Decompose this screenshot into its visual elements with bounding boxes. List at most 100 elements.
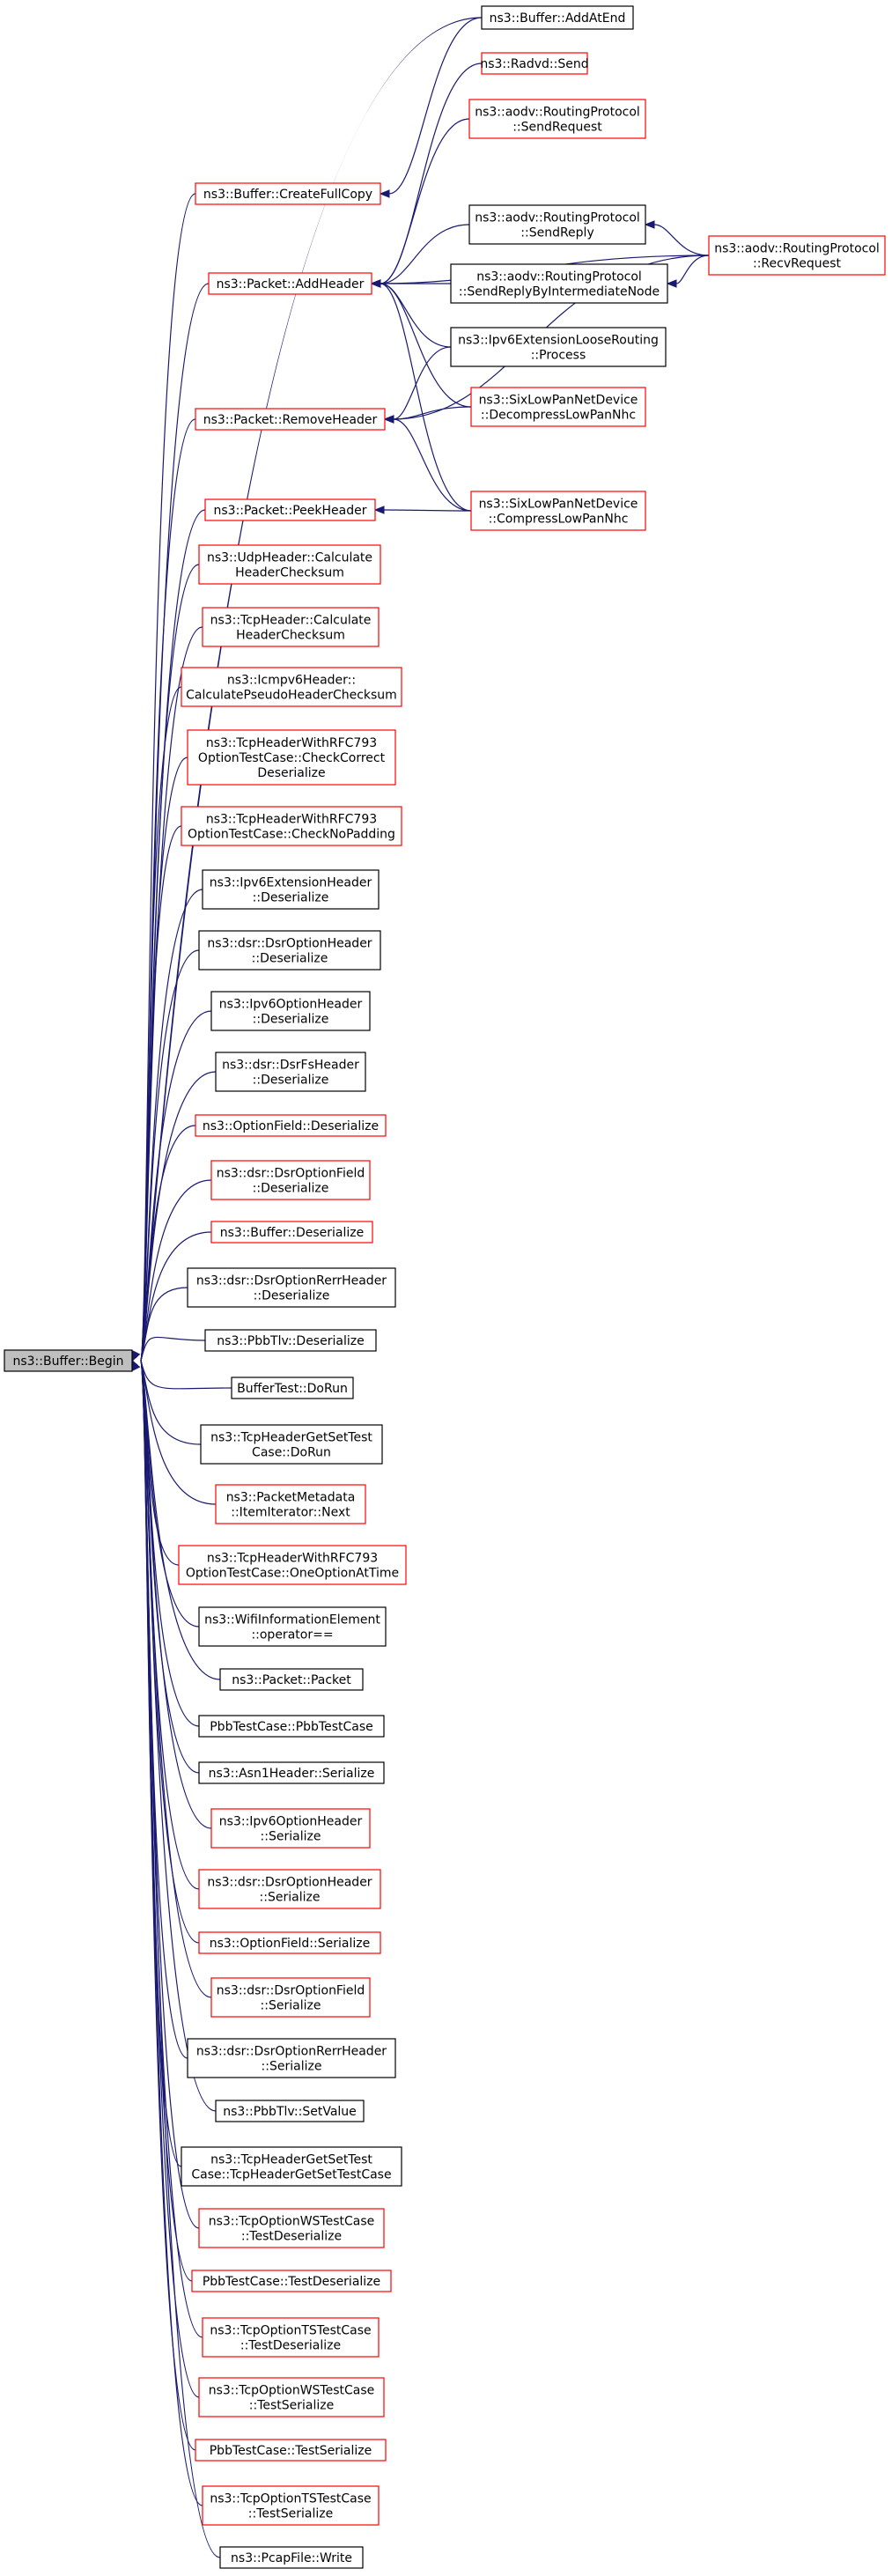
node-tcpwsser[interactable]: ns3::TcpOptionWSTestCase::TestSerialize — [198, 2377, 385, 2417]
node-pbbtlvsetvalue[interactable]: ns3::PbbTlv::SetValue — [215, 2100, 365, 2122]
edge-dsrrerrdeser-to-begin — [131, 1287, 188, 1362]
node-pcapwrite[interactable]: ns3::PcapFile::Write — [219, 2546, 364, 2569]
node-pktmetanext[interactable]: ns3::PacketMetadata::ItemIterator::Next — [215, 1484, 366, 1524]
node-dsrrerrser[interactable]: ns3::dsr::DsrOptionRerrHeader::Serialize — [187, 2038, 396, 2078]
node-label-line: Deserialize — [257, 766, 325, 780]
node-checknopadding[interactable]: ns3::TcpHeaderWithRFC793OptionTestCase::… — [181, 806, 402, 846]
node-box — [195, 2439, 387, 2462]
node-sendreply[interactable]: ns3::aodv::RoutingProtocol::SendReply — [468, 204, 646, 245]
node-ipv6extloose[interactable]: ns3::Ipv6ExtensionLooseRouting::Process — [450, 327, 667, 367]
node-packetpacket[interactable]: ns3::Packet::Packet — [219, 1668, 364, 1691]
node-sendreplybyint[interactable]: ns3::aodv::RoutingProtocol::SendReplyByI… — [450, 263, 668, 304]
node-box — [198, 930, 381, 971]
node-label-line: ns3::Packet::Packet — [232, 1673, 351, 1687]
node-icmpv6calc[interactable]: ns3::Icmpv6Header::CalculatePseudoHeader… — [181, 667, 402, 707]
node-box — [210, 991, 371, 1031]
node-label-line: ns3::PbbTlv::Deserialize — [217, 1334, 364, 1348]
node-pbbtestdeser[interactable]: PbbTestCase::TestDeserialize — [191, 2270, 392, 2292]
node-label-line: ns3::aodv::RoutingProtocol — [476, 270, 642, 284]
node-ipv6extdeser[interactable]: ns3::Ipv6ExtensionHeader::Deserialize — [202, 869, 380, 910]
node-label-line: ns3::OptionField::Deserialize — [203, 1119, 379, 1133]
node-label-line: ns3::aodv::RoutingProtocol — [475, 106, 640, 120]
node-buffertest[interactable]: BufferTest::DoRun — [231, 1377, 354, 1399]
node-box — [231, 1377, 354, 1399]
node-radvd[interactable]: ns3::Radvd::Send — [480, 52, 589, 75]
edge-wifiinfo-to-begin — [131, 1359, 200, 1628]
node-peekheader[interactable]: ns3::Packet::PeekHeader — [204, 498, 376, 521]
node-box — [198, 1761, 385, 1784]
node-ipv6optdeser[interactable]: ns3::Ipv6OptionHeader::Deserialize — [210, 991, 371, 1031]
node-label-line: Case::TcpHeaderGetSetTestCase — [191, 2168, 391, 2182]
arrowhead — [373, 506, 385, 514]
edge-ipv6extloose-to-addheader — [370, 279, 452, 348]
node-pbbtestcase[interactable]: PbbTestCase::PbbTestCase — [198, 1715, 385, 1738]
node-box — [468, 204, 646, 245]
node-bufferdeser[interactable]: ns3::Buffer::Deserialize — [210, 1221, 373, 1244]
node-box — [181, 2146, 402, 2187]
node-tcpwsdeser[interactable]: ns3::TcpOptionWSTestCase::TestDeserializ… — [198, 2208, 385, 2248]
node-box — [195, 1114, 387, 1137]
node-oneoption[interactable]: ns3::TcpHeaderWithRFC793OptionTestCase::… — [178, 1545, 407, 1585]
node-label-line: ns3::Ipv6OptionHeader — [219, 1815, 363, 1829]
node-label-line: ns3::TcpHeaderGetSetTest — [210, 2153, 372, 2167]
arrowhead — [644, 220, 655, 229]
node-addheader[interactable]: ns3::Packet::AddHeader — [208, 272, 372, 295]
edge-createfullcopy-to-begin — [131, 193, 196, 1362]
node-addatend[interactable]: ns3::Buffer::AddAtEnd — [481, 5, 634, 30]
node-label-line: Case::DoRun — [252, 1446, 331, 1460]
node-label-line: ns3::PcapFile::Write — [231, 2551, 352, 2565]
node-sendrequest[interactable]: ns3::aodv::RoutingProtocol::SendRequest — [468, 99, 646, 139]
node-pbbtlvdeser[interactable]: ns3::PbbTlv::Deserialize — [204, 1329, 377, 1352]
node-box — [468, 99, 646, 139]
node-box — [202, 869, 380, 910]
node-checkcorrect[interactable]: ns3::TcpHeaderWithRFC793OptionTestCase::… — [187, 729, 396, 786]
node-label-line: ns3::Ipv6OptionHeader — [219, 998, 363, 1012]
node-asn1ser[interactable]: ns3::Asn1Header::Serialize — [198, 1761, 385, 1784]
node-tcptsser[interactable]: ns3::TcpOptionTSTestCase::TestSerialize — [202, 2485, 380, 2526]
node-removeheader[interactable]: ns3::Packet::RemoveHeader — [195, 408, 386, 431]
node-optfieldser[interactable]: ns3::OptionField::Serialize — [198, 1931, 381, 1954]
edge-tcptsdeser-to-begin — [131, 1359, 203, 2338]
node-tcpgetsetctor[interactable]: ns3::TcpHeaderGetSetTestCase::TcpHeaderG… — [181, 2146, 402, 2187]
edge-pbbtestcase-to-begin — [131, 1359, 200, 1727]
node-box — [708, 235, 886, 276]
node-label-line: ns3::Buffer::AddAtEnd — [490, 11, 626, 26]
node-dsroptfieldser[interactable]: ns3::dsr::DsrOptionField::Serialize — [210, 1977, 371, 2018]
node-tcpgetsetdorun[interactable]: ns3::TcpHeaderGetSetTestCase::DoRun — [200, 1424, 383, 1465]
node-createfullcopy[interactable]: ns3::Buffer::CreateFullCopy — [195, 182, 381, 205]
node-dsrfsdeser[interactable]: ns3::dsr::DsrFsHeader::Deserialize — [215, 1052, 366, 1092]
node-box — [215, 1484, 366, 1524]
node-box — [181, 667, 402, 707]
node-box — [200, 1424, 383, 1465]
node-dsroptheaderser[interactable]: ns3::dsr::DsrOptionHeader::Serialize — [198, 1869, 381, 1909]
node-label-line: ns3::PacketMetadata — [226, 1491, 356, 1505]
arrowhead — [131, 1350, 140, 1362]
edge-dsrrerrser-to-begin — [131, 1359, 188, 2059]
node-recvrequest[interactable]: ns3::aodv::RoutingProtocol::RecvRequest — [708, 235, 886, 276]
node-wifiinfo[interactable]: ns3::WifiInformationElement::operator== — [198, 1606, 387, 1647]
node-label-line: PbbTestCase::TestSerialize — [210, 2444, 372, 2458]
node-label-line: PbbTestCase::PbbTestCase — [210, 1720, 373, 1734]
node-ipv6optser[interactable]: ns3::Ipv6OptionHeader::Serialize — [210, 1808, 371, 1849]
node-box — [198, 1715, 385, 1738]
node-tcptsdeser[interactable]: ns3::TcpOptionTSTestCase::TestDeserializ… — [202, 2317, 380, 2358]
node-decompress[interactable]: ns3::SixLowPanNetDevice::DecompressLowPa… — [470, 387, 646, 427]
node-dsroptfielddeser[interactable]: ns3::dsr::DsrOptionField::Deserialize — [210, 1160, 371, 1200]
node-box — [187, 2038, 396, 2078]
node-label-line: ::TestDeserialize — [240, 2339, 341, 2353]
node-dsroptheaderdeser[interactable]: ns3::dsr::DsrOptionHeader::Deserialize — [198, 930, 381, 971]
edge-addatend-to-createfullcopy — [379, 17, 483, 198]
node-optfielddeser[interactable]: ns3::OptionField::Deserialize — [195, 1114, 387, 1137]
node-box — [450, 263, 668, 304]
edge-buffertest-to-begin — [131, 1359, 232, 1390]
node-label-line: ns3::Packet::RemoveHeader — [203, 413, 378, 427]
node-compress[interactable]: ns3::SixLowPanNetDevice::CompressLowPanN… — [470, 491, 646, 531]
node-box — [198, 2208, 385, 2248]
node-dsrrerrdeser[interactable]: ns3::dsr::DsrOptionRerrHeader::Deseriali… — [187, 1267, 396, 1308]
node-label-line: BufferTest::DoRun — [237, 1382, 348, 1396]
node-pbbtestser[interactable]: PbbTestCase::TestSerialize — [195, 2439, 387, 2462]
node-box — [202, 2485, 380, 2526]
node-label-line: ::Deserialize — [253, 891, 329, 905]
